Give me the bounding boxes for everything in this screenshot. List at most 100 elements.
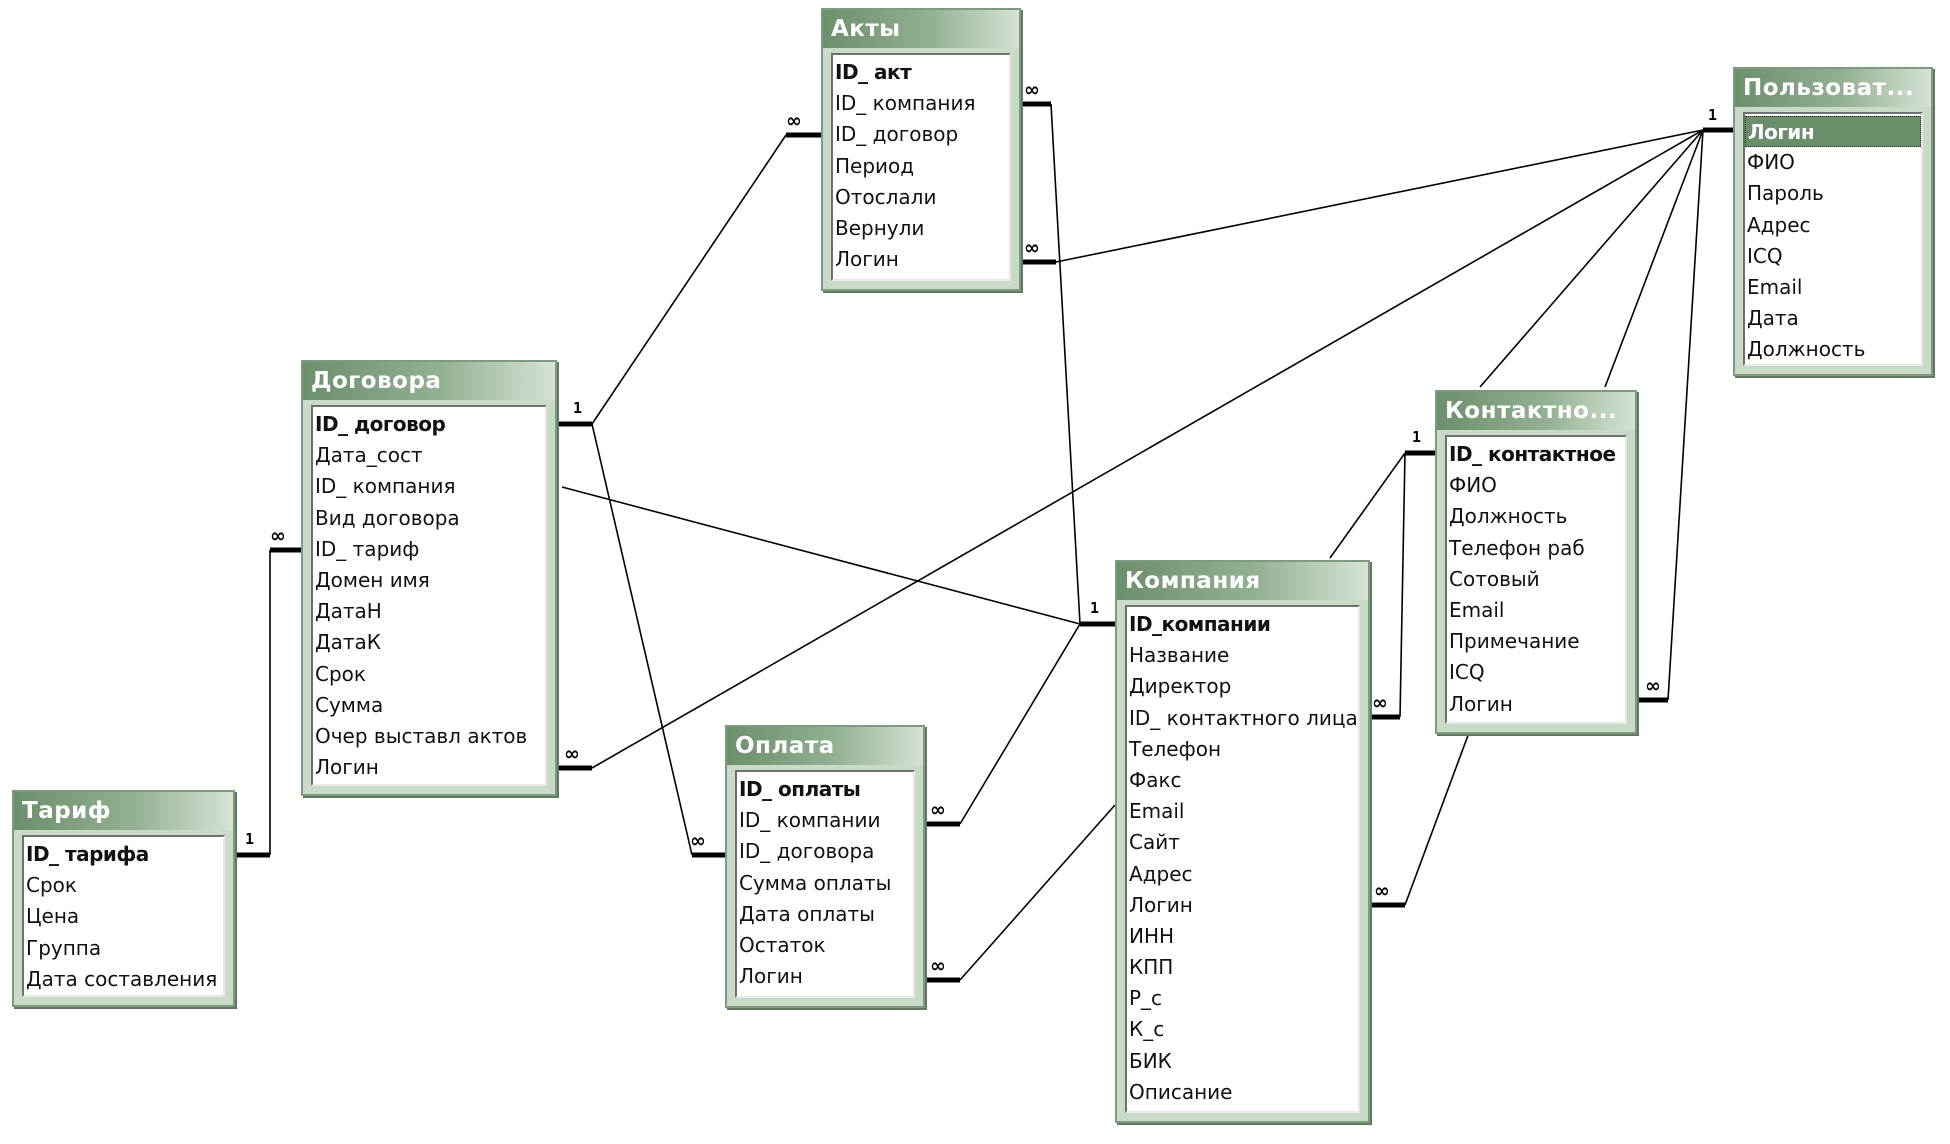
field[interactable]: БИК bbox=[1129, 1048, 1172, 1073]
field[interactable]: ICQ bbox=[1747, 243, 1783, 268]
field[interactable]: Группа bbox=[26, 935, 102, 960]
field[interactable]: Период bbox=[835, 153, 915, 178]
relation-kompaniya-dogovora[interactable]: 1 bbox=[561, 486, 1115, 627]
cardinality-one: 1 bbox=[245, 830, 254, 848]
field[interactable]: Факс bbox=[1129, 767, 1182, 792]
table-tarif[interactable]: Тариф ID_ тарифа Срок Цена Группа Дата с… bbox=[12, 790, 235, 1007]
field[interactable]: ID_ компания bbox=[835, 91, 976, 116]
field[interactable]: Директор bbox=[1129, 674, 1232, 699]
field[interactable]: Логин bbox=[1129, 892, 1193, 917]
field[interactable]: Дата оплаты bbox=[739, 901, 875, 926]
field[interactable]: ФИО bbox=[1449, 473, 1497, 498]
field-list[interactable]: ID_ контактное ФИО Должность Телефон раб… bbox=[1445, 435, 1627, 724]
field[interactable]: ID_ тариф bbox=[315, 536, 420, 561]
field[interactable]: Сумма bbox=[315, 692, 384, 717]
table-polzovateli[interactable]: Пользоват... Логин ФИО Пароль Адрес ICQ … bbox=[1733, 67, 1933, 376]
field[interactable]: ДатаН bbox=[315, 599, 382, 624]
field[interactable]: К_с bbox=[1129, 1017, 1165, 1042]
table-akty[interactable]: Акты ID_ акт ID_ компания ID_ договор Пе… bbox=[821, 8, 1021, 291]
field[interactable]: ICQ bbox=[1449, 660, 1485, 685]
field[interactable]: ID_ компания bbox=[315, 474, 456, 499]
field[interactable]: Сайт bbox=[1129, 830, 1180, 855]
cardinality-one: 1 bbox=[1708, 106, 1717, 124]
table-title[interactable]: Тариф bbox=[14, 792, 233, 830]
field[interactable]: Email bbox=[1449, 597, 1505, 622]
field-primary-key[interactable]: Логин bbox=[1745, 116, 1921, 148]
field[interactable]: Телефон раб bbox=[1449, 535, 1585, 560]
field-list[interactable]: ID_ договор Дата_сост ID_ компания Вид д… bbox=[311, 405, 547, 786]
field[interactable]: Логин bbox=[739, 964, 803, 989]
field[interactable]: ID_ контактного лица bbox=[1129, 705, 1358, 730]
field[interactable]: Дата bbox=[1747, 306, 1799, 331]
table-kompaniya[interactable]: Компания ID_компании Название Директор I… bbox=[1115, 560, 1370, 1123]
field[interactable]: Логин bbox=[1449, 691, 1513, 716]
table-dogovora[interactable]: Договора ID_ договор Дата_сост ID_ компа… bbox=[301, 360, 557, 796]
relation-kompaniya-oplata[interactable]: ∞ bbox=[925, 623, 1081, 827]
relation-kompaniya-akty[interactable]: ∞ bbox=[1021, 79, 1081, 625]
relation-tarif-dogovora[interactable]: 1 ∞ bbox=[235, 525, 301, 858]
field-list[interactable]: ID_ тарифа Срок Цена Группа Дата составл… bbox=[22, 835, 225, 997]
field[interactable]: Срок bbox=[315, 661, 366, 686]
field[interactable]: Должность bbox=[1747, 337, 1866, 362]
field[interactable]: ДатаК bbox=[315, 630, 381, 655]
field[interactable]: Р_с bbox=[1129, 986, 1163, 1011]
field[interactable]: Должность bbox=[1449, 504, 1568, 529]
field[interactable]: Отослали bbox=[835, 184, 937, 209]
table-title[interactable]: Контактно... bbox=[1437, 392, 1635, 430]
relation-dogovora-akty[interactable]: 1 ∞ bbox=[557, 110, 821, 427]
field[interactable]: Логин bbox=[835, 247, 899, 272]
field[interactable]: Вернули bbox=[835, 215, 925, 240]
table-title[interactable]: Оплата bbox=[727, 727, 923, 765]
table-kontaktnoe[interactable]: Контактно... ID_ контактное ФИО Должност… bbox=[1435, 390, 1637, 734]
cardinality-many: ∞ bbox=[690, 830, 705, 852]
field[interactable]: Телефон bbox=[1129, 736, 1222, 761]
field[interactable]: Сумма оплаты bbox=[739, 870, 892, 895]
field[interactable]: Вид договора bbox=[315, 505, 460, 530]
field[interactable]: Логин bbox=[315, 755, 379, 780]
table-title[interactable]: Пользоват... bbox=[1735, 69, 1931, 107]
table-title[interactable]: Акты bbox=[823, 10, 1019, 48]
field[interactable]: Срок bbox=[26, 873, 77, 898]
field-primary-key[interactable]: ID_ договор bbox=[315, 412, 446, 436]
field-primary-key[interactable]: ID_ оплаты bbox=[739, 777, 861, 801]
field[interactable]: Email bbox=[1129, 799, 1185, 824]
field-primary-key[interactable]: ID_ акт bbox=[835, 60, 912, 84]
field[interactable]: Адрес bbox=[1747, 212, 1811, 237]
field-primary-key[interactable]: ID_ контактное bbox=[1449, 442, 1616, 466]
field[interactable]: Примечание bbox=[1449, 629, 1580, 654]
relation-polzovateli-oplata[interactable]: ∞ bbox=[925, 804, 1116, 983]
field[interactable]: Пароль bbox=[1747, 181, 1824, 206]
field-primary-key[interactable]: ID_ тарифа bbox=[26, 842, 149, 866]
field[interactable]: Очер выставл актов bbox=[315, 723, 528, 748]
field[interactable]: Дата составления bbox=[26, 966, 218, 991]
relation-polzovateli-akty[interactable]: 1 ∞ bbox=[1021, 106, 1733, 265]
field[interactable]: ФИО bbox=[1747, 150, 1795, 175]
field[interactable]: Адрес bbox=[1129, 861, 1193, 886]
field[interactable]: Название bbox=[1129, 643, 1230, 668]
table-title[interactable]: Компания bbox=[1117, 562, 1368, 600]
field[interactable]: Email bbox=[1747, 274, 1803, 299]
table-title[interactable]: Договора bbox=[303, 362, 555, 400]
field[interactable]: ID_ договор bbox=[835, 122, 959, 147]
field[interactable]: Описание bbox=[1129, 1079, 1233, 1104]
field[interactable]: ИНН bbox=[1129, 923, 1175, 948]
field-list[interactable]: ID_ оплаты ID_ компании ID_ договора Сум… bbox=[735, 770, 915, 998]
field[interactable]: ID_ договора bbox=[739, 839, 875, 864]
table-oplata[interactable]: Оплата ID_ оплаты ID_ компании ID_ догов… bbox=[725, 725, 925, 1008]
field[interactable]: Дата_сост bbox=[315, 443, 423, 468]
field-list[interactable]: Логин ФИО Пароль Адрес ICQ Email Дата До… bbox=[1743, 112, 1923, 366]
field-primary-key[interactable]: ID_компании bbox=[1129, 612, 1271, 636]
field[interactable]: ID_ компании bbox=[739, 808, 881, 833]
field[interactable]: Сотовый bbox=[1449, 566, 1540, 591]
cardinality-one: 1 bbox=[573, 399, 582, 417]
field[interactable]: Цена bbox=[26, 904, 80, 929]
relation-dogovora-oplata[interactable]: ∞ bbox=[591, 423, 725, 858]
cardinality-many: ∞ bbox=[1024, 79, 1039, 101]
cardinality-one: 1 bbox=[1412, 428, 1421, 446]
field-list[interactable]: ID_ акт ID_ компания ID_ договор Период … bbox=[831, 53, 1011, 281]
field[interactable]: КПП bbox=[1129, 955, 1174, 980]
field[interactable]: Остаток bbox=[739, 932, 826, 957]
field-list[interactable]: ID_компании Название Директор ID_ контак… bbox=[1125, 605, 1360, 1113]
field[interactable]: Домен имя bbox=[315, 567, 430, 592]
cardinality-many: ∞ bbox=[270, 525, 285, 547]
